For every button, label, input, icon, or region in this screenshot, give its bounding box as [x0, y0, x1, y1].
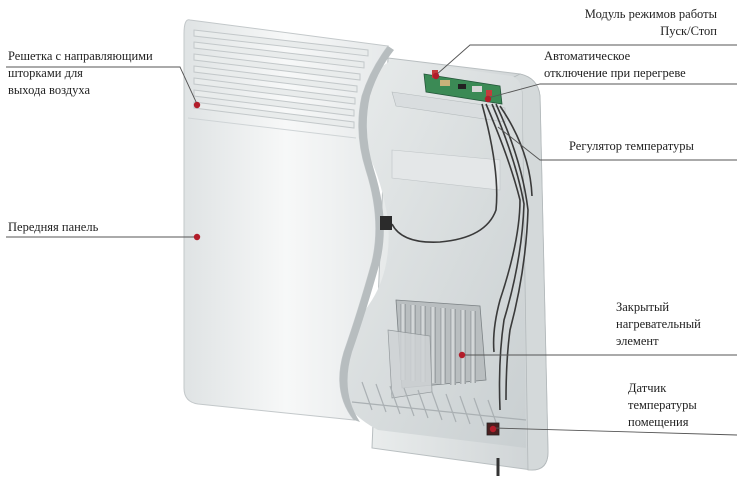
dot-heating-element — [458, 351, 466, 359]
label-grille: Решетка с направляющими шторками для вых… — [8, 49, 153, 97]
callout-lines — [6, 44, 738, 436]
dot-room-sensor — [489, 425, 497, 433]
dot-front-panel — [193, 233, 201, 241]
grille-slats — [193, 29, 369, 129]
heating-element — [387, 299, 487, 399]
front-panel — [183, 19, 394, 422]
dot-auto-shutoff — [484, 95, 492, 103]
callout-dots — [193, 72, 497, 433]
dot-mode-module — [432, 72, 440, 80]
wiring — [391, 103, 533, 411]
label-heating-element: Закрытый нагревательный элемент — [616, 300, 701, 348]
label-temp-regulator: Регулятор температуры — [569, 139, 694, 153]
label-front-panel: Передняя панель — [8, 220, 99, 234]
bottom-grille — [351, 381, 527, 429]
label-auto-shutoff: Автоматическое отключение при перегреве — [544, 49, 686, 80]
dot-grille — [193, 101, 201, 109]
clip-component — [380, 216, 392, 230]
label-room-sensor: Датчик температуры помещения — [628, 381, 697, 429]
label-mode-module: Модуль режимов работы Пуск/Стоп — [584, 7, 717, 38]
